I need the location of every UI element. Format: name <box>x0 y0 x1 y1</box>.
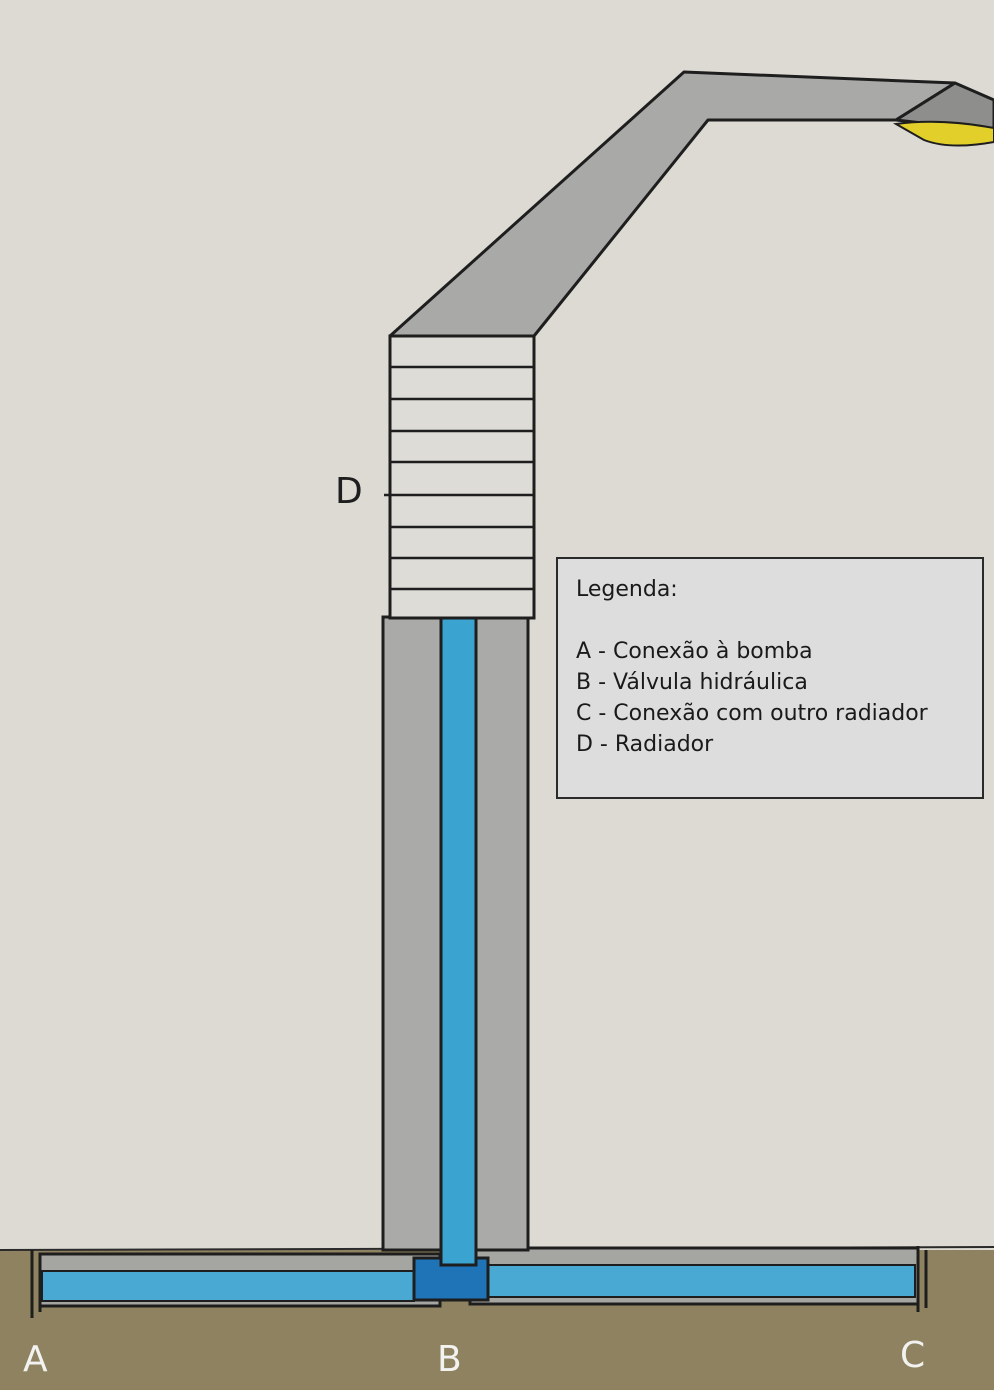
legend-item-c: C - Conexão com outro radiador <box>576 701 928 726</box>
legend-item-b: B - Válvula hidráulica <box>576 670 808 695</box>
post-casing-left <box>381 615 443 1252</box>
post-casing-right <box>474 615 530 1252</box>
lamp-light <box>892 120 994 147</box>
label-a: A <box>23 1339 48 1380</box>
legend-item-a: A - Conexão à bomba <box>576 639 813 664</box>
legend-title: Legenda: <box>576 577 678 602</box>
label-c: C <box>900 1335 926 1376</box>
legend-box: Legenda: A - Conexão à bomba B - Válvula… <box>556 557 984 799</box>
legend-item-d: D - Radiador <box>576 732 714 757</box>
radiator-fins <box>384 365 534 591</box>
pipe-right-water <box>486 1264 916 1298</box>
label-d: D <box>335 471 363 512</box>
post-water-channel <box>439 615 478 1267</box>
radiator-d <box>388 334 536 620</box>
label-b: B <box>437 1339 462 1380</box>
pipe-left-water <box>41 1270 415 1302</box>
